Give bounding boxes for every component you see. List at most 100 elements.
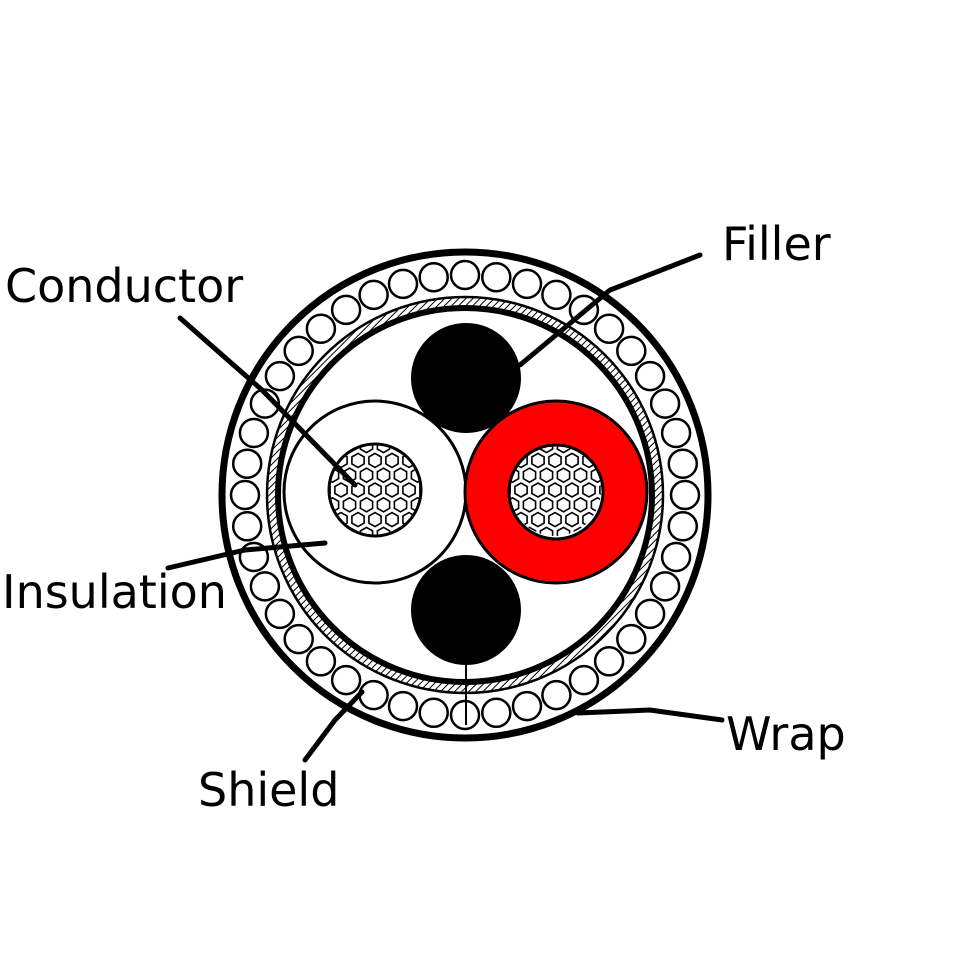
conductor-strand bbox=[531, 511, 545, 528]
shield-strand bbox=[481, 697, 512, 729]
conductor-strand bbox=[573, 444, 588, 454]
conductor-strand bbox=[385, 482, 399, 498]
conductor-strand bbox=[509, 482, 511, 498]
label-shield: Shield bbox=[198, 763, 339, 817]
shield-strand bbox=[634, 360, 666, 392]
conductor-strand bbox=[393, 467, 408, 484]
conductor-strand bbox=[556, 496, 571, 513]
shield-strand bbox=[660, 541, 692, 573]
shield-strand bbox=[660, 417, 692, 449]
conductor-strand bbox=[531, 452, 545, 469]
conductor-strand bbox=[556, 526, 571, 536]
conductor-strand bbox=[329, 482, 331, 498]
conductor-strand bbox=[522, 496, 537, 513]
shield-strand bbox=[231, 511, 263, 542]
shield-strand bbox=[593, 313, 625, 344]
shield-strand bbox=[649, 388, 681, 419]
shield-strand bbox=[229, 479, 261, 511]
shield-strand bbox=[358, 679, 389, 711]
shield-strand bbox=[634, 598, 666, 630]
conductor-strand bbox=[402, 482, 416, 498]
conductor-strand bbox=[582, 482, 596, 498]
conductor-strand bbox=[359, 444, 374, 454]
filler-top bbox=[411, 323, 521, 433]
shield-strand bbox=[330, 664, 362, 696]
conductor-strand bbox=[342, 496, 357, 513]
conductor-strand bbox=[522, 444, 537, 454]
shield-strand bbox=[358, 279, 389, 311]
shield-strand bbox=[541, 279, 572, 311]
shield-strand bbox=[264, 360, 296, 392]
conductor-strand bbox=[368, 482, 382, 498]
label-conductor: Conductor bbox=[5, 259, 243, 313]
conductor-strand bbox=[351, 452, 365, 469]
shield-strand bbox=[511, 690, 543, 722]
conductor-strand bbox=[565, 452, 579, 469]
conductor-strand bbox=[539, 526, 554, 536]
conductor-strand bbox=[556, 467, 571, 484]
shield-strand bbox=[568, 664, 600, 696]
shield-strand bbox=[667, 511, 699, 542]
shield-strand bbox=[511, 268, 543, 300]
conductor-strand bbox=[368, 511, 382, 528]
conductor-strand bbox=[565, 511, 579, 528]
shield-strand bbox=[481, 261, 512, 293]
conductor-strand bbox=[522, 467, 537, 484]
conductor-strand bbox=[393, 444, 408, 454]
conductor-strand bbox=[385, 452, 399, 469]
conductor-left-strands bbox=[329, 444, 421, 536]
conductor-strand bbox=[359, 526, 374, 536]
shield-strand bbox=[667, 448, 699, 479]
conductor-strand bbox=[376, 496, 391, 513]
conductor-strand bbox=[599, 482, 601, 498]
shield-strand bbox=[616, 623, 647, 655]
conductor-strand bbox=[376, 444, 391, 454]
shield-strands bbox=[229, 259, 701, 731]
conductor-strand bbox=[556, 444, 571, 454]
conductor-strand bbox=[376, 526, 391, 536]
shield-strand bbox=[238, 417, 270, 449]
label-insulation: Insulation bbox=[2, 565, 227, 619]
filler-leader-line bbox=[517, 252, 703, 368]
conductor-strand bbox=[385, 511, 399, 528]
shield-strand bbox=[669, 479, 701, 511]
conductor-strand bbox=[548, 482, 562, 498]
insulation-leader-line bbox=[165, 540, 328, 571]
shield-strand bbox=[231, 448, 263, 479]
shield-strand bbox=[283, 623, 314, 655]
conductor-strand bbox=[573, 467, 588, 484]
shield-strand bbox=[649, 571, 681, 602]
shield-strand bbox=[330, 294, 362, 326]
label-wrap: Wrap bbox=[726, 707, 846, 761]
insulation-red-core-inner-edge bbox=[507, 443, 605, 541]
conductor-strand bbox=[419, 482, 421, 498]
shield-strand bbox=[283, 335, 314, 367]
filler-bottom bbox=[411, 555, 521, 665]
shield-strand bbox=[249, 571, 281, 602]
shield-strand bbox=[593, 646, 625, 677]
conductor-strand bbox=[531, 482, 545, 498]
conductor-strand bbox=[368, 452, 382, 469]
conductor-strand bbox=[393, 496, 408, 513]
shield-strand bbox=[418, 261, 449, 293]
conductor-strand bbox=[548, 452, 562, 469]
shield-leader-line bbox=[302, 689, 365, 763]
conductor-left bbox=[327, 442, 423, 538]
conductor-strand bbox=[539, 467, 554, 484]
shield-strand bbox=[264, 598, 296, 630]
wrap-leader-line bbox=[575, 707, 725, 723]
conductor-strand bbox=[351, 511, 365, 528]
shield-strand bbox=[387, 268, 419, 300]
shield-strand bbox=[305, 646, 337, 677]
shield-strand bbox=[387, 690, 419, 722]
conductor-strand bbox=[410, 467, 421, 484]
shield-strand bbox=[616, 335, 647, 367]
label-filler: Filler bbox=[722, 217, 831, 271]
conductor-strand bbox=[334, 482, 348, 498]
conductor-strand bbox=[359, 496, 374, 513]
conductor-strand bbox=[509, 467, 520, 484]
conductor-strand bbox=[376, 467, 391, 484]
shield-strand bbox=[418, 697, 449, 729]
conductor-leader-line bbox=[177, 315, 358, 488]
